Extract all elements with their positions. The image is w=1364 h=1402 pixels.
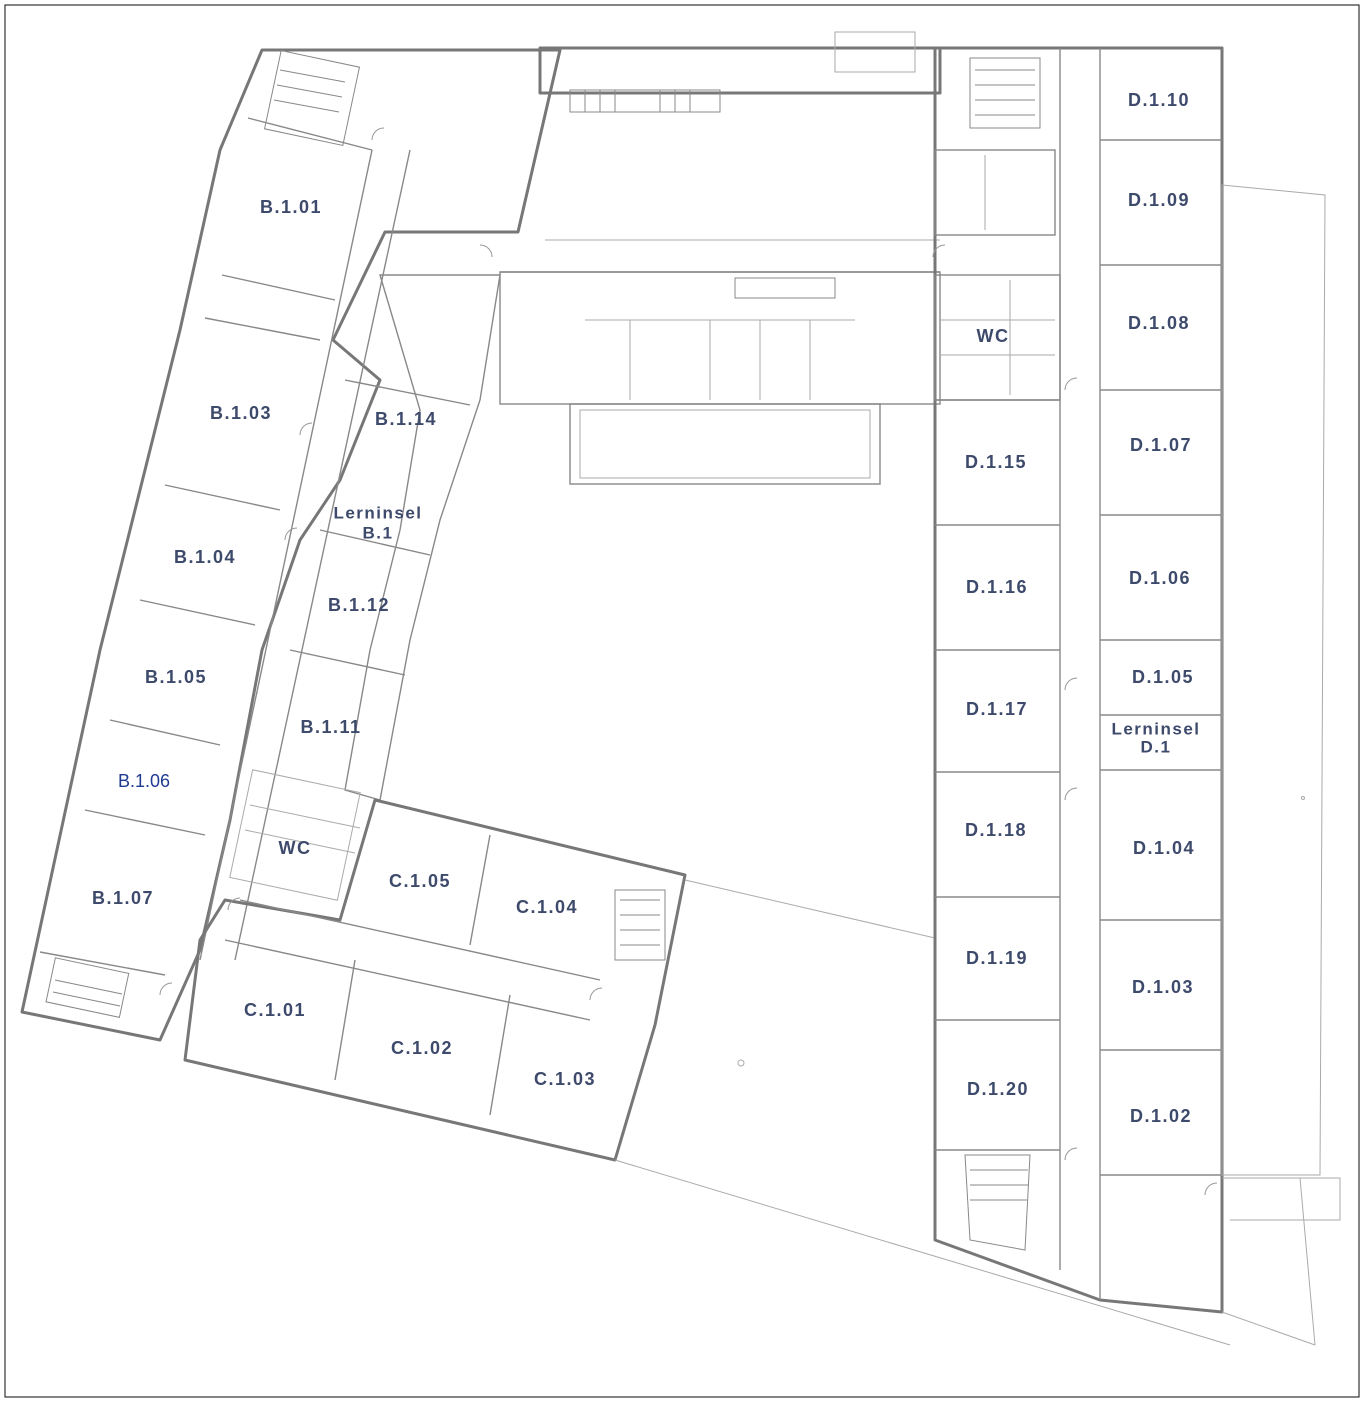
wing-c-outline xyxy=(183,798,687,1162)
room-c105: C.1.05 xyxy=(389,871,451,891)
room-c102: C.1.02 xyxy=(391,1038,453,1058)
room-b104: B.1.04 xyxy=(174,547,236,567)
room-d115: D.1.15 xyxy=(965,452,1027,472)
room-lerninsel-b-line1: Lerninsel xyxy=(333,503,422,522)
room-c104: C.1.04 xyxy=(516,897,578,917)
room-b107: B.1.07 xyxy=(92,888,154,908)
room-lerninsel-d-line2: D.1 xyxy=(1141,737,1172,756)
room-c103: C.1.03 xyxy=(534,1069,596,1089)
central-connector xyxy=(499,31,942,485)
room-d109: D.1.09 xyxy=(1128,190,1190,210)
room-d102: D.1.02 xyxy=(1130,1106,1192,1126)
top-connector xyxy=(538,46,942,95)
wing-c xyxy=(183,798,1231,1346)
wing-b xyxy=(20,48,562,1042)
room-d117: D.1.17 xyxy=(966,699,1028,719)
door-symbols xyxy=(159,127,1218,1196)
room-labels: B.1.01 B.1.03 B.1.14 Lerninsel B.1 B.1.0… xyxy=(92,90,1200,1126)
room-wc-b: WC xyxy=(279,838,312,858)
room-d103: D.1.03 xyxy=(1132,977,1194,997)
room-b114: B.1.14 xyxy=(375,409,437,429)
map-frame xyxy=(4,4,1360,1398)
central-rooms-block xyxy=(499,271,941,405)
courtyard-bench xyxy=(569,403,881,485)
room-lerninsel-d-line1: Lerninsel xyxy=(1111,719,1200,738)
room-b112: B.1.12 xyxy=(328,595,390,615)
room-d106: D.1.06 xyxy=(1129,568,1191,588)
room-b106: B.1.06 xyxy=(118,771,170,791)
room-c101: C.1.01 xyxy=(244,1000,306,1020)
room-d120: D.1.20 xyxy=(967,1079,1029,1099)
room-d107: D.1.07 xyxy=(1130,435,1192,455)
room-d118: D.1.18 xyxy=(965,820,1027,840)
room-d108: D.1.08 xyxy=(1128,313,1190,333)
wing-d-outline xyxy=(933,46,1224,1314)
wing-d xyxy=(933,46,1341,1346)
room-b105: B.1.05 xyxy=(145,667,207,687)
room-b111: B.1.11 xyxy=(300,717,361,737)
room-d110: D.1.10 xyxy=(1128,90,1190,110)
room-d105: D.1.05 xyxy=(1132,667,1194,687)
wing-b-outline xyxy=(20,48,562,1042)
room-d104: D.1.04 xyxy=(1133,838,1195,858)
room-d119: D.1.19 xyxy=(966,948,1028,968)
room-lerninsel-b-line2: B.1 xyxy=(363,523,394,542)
room-wc-d: WC xyxy=(977,326,1010,346)
room-b101: B.1.01 xyxy=(260,197,322,217)
room-b103: B.1.03 xyxy=(210,403,272,423)
room-d116: D.1.16 xyxy=(966,577,1028,597)
